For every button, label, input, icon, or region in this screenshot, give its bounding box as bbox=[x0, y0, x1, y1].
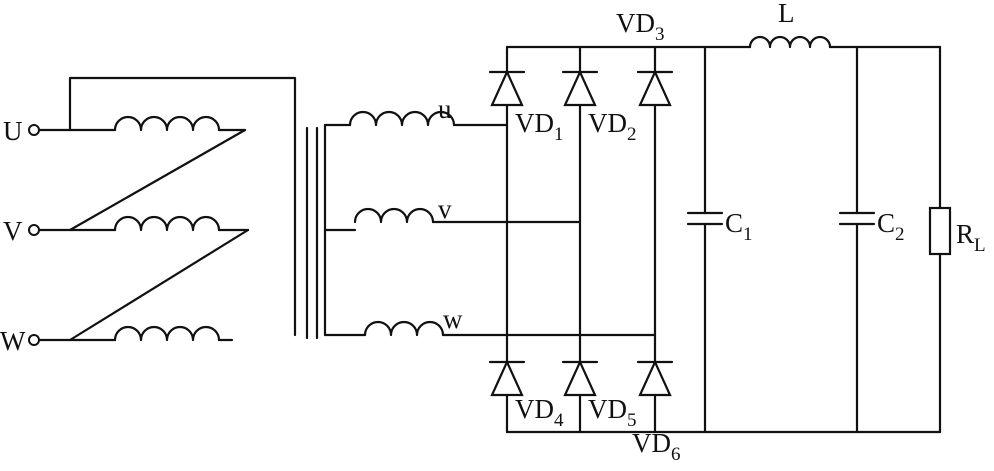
label-vd4: VD4 bbox=[515, 394, 564, 431]
label-secondary-u: u bbox=[438, 94, 452, 124]
label-inductor: L bbox=[778, 0, 795, 28]
label-load: RL bbox=[956, 219, 986, 256]
bridge-rectifier bbox=[488, 45, 942, 434]
secondary-coil-v bbox=[353, 207, 435, 224]
diode-vd5 bbox=[561, 359, 599, 397]
label-v-terminal: V bbox=[3, 216, 23, 246]
secondary-coil-u bbox=[348, 110, 456, 127]
label-c2: C2 bbox=[877, 208, 905, 245]
terminal-v bbox=[28, 224, 40, 236]
wire-primary-top-loop bbox=[68, 76, 297, 337]
label-c1: C1 bbox=[725, 208, 753, 245]
primary-coil-v bbox=[113, 215, 221, 232]
load-resistor-rl bbox=[928, 206, 952, 256]
diode-vd3 bbox=[636, 69, 674, 107]
filter-section bbox=[686, 35, 952, 434]
labels: U V W u v w VD1 VD2 VD3 VD4 VD5 VD6 L C1… bbox=[0, 0, 986, 465]
diode-vd1 bbox=[488, 69, 526, 107]
label-vd1: VD1 bbox=[515, 108, 564, 145]
diode-vd2 bbox=[561, 69, 599, 107]
transformer-core bbox=[305, 126, 319, 340]
label-secondary-w: w bbox=[443, 304, 463, 334]
secondary-winding-group bbox=[323, 110, 657, 337]
terminal-u bbox=[28, 124, 40, 136]
label-w-terminal: W bbox=[0, 326, 26, 356]
label-vd5: VD5 bbox=[588, 394, 637, 431]
label-u-terminal: U bbox=[3, 116, 23, 146]
primary-coil-w bbox=[113, 325, 221, 342]
inductor-l bbox=[748, 35, 832, 49]
primary-coil-u bbox=[113, 115, 221, 132]
label-vd6: VD6 bbox=[632, 428, 681, 465]
diode-vd6 bbox=[636, 359, 674, 397]
diode-vd4 bbox=[488, 359, 526, 397]
label-vd2: VD2 bbox=[588, 108, 637, 145]
primary-winding-group bbox=[28, 76, 297, 346]
delta-diagonal-vw bbox=[68, 228, 250, 342]
delta-diagonal-uv bbox=[68, 128, 247, 232]
label-secondary-v: v bbox=[438, 194, 452, 224]
secondary-coil-w bbox=[363, 320, 445, 337]
label-vd3: VD3 bbox=[616, 8, 665, 45]
terminal-w bbox=[28, 334, 40, 346]
